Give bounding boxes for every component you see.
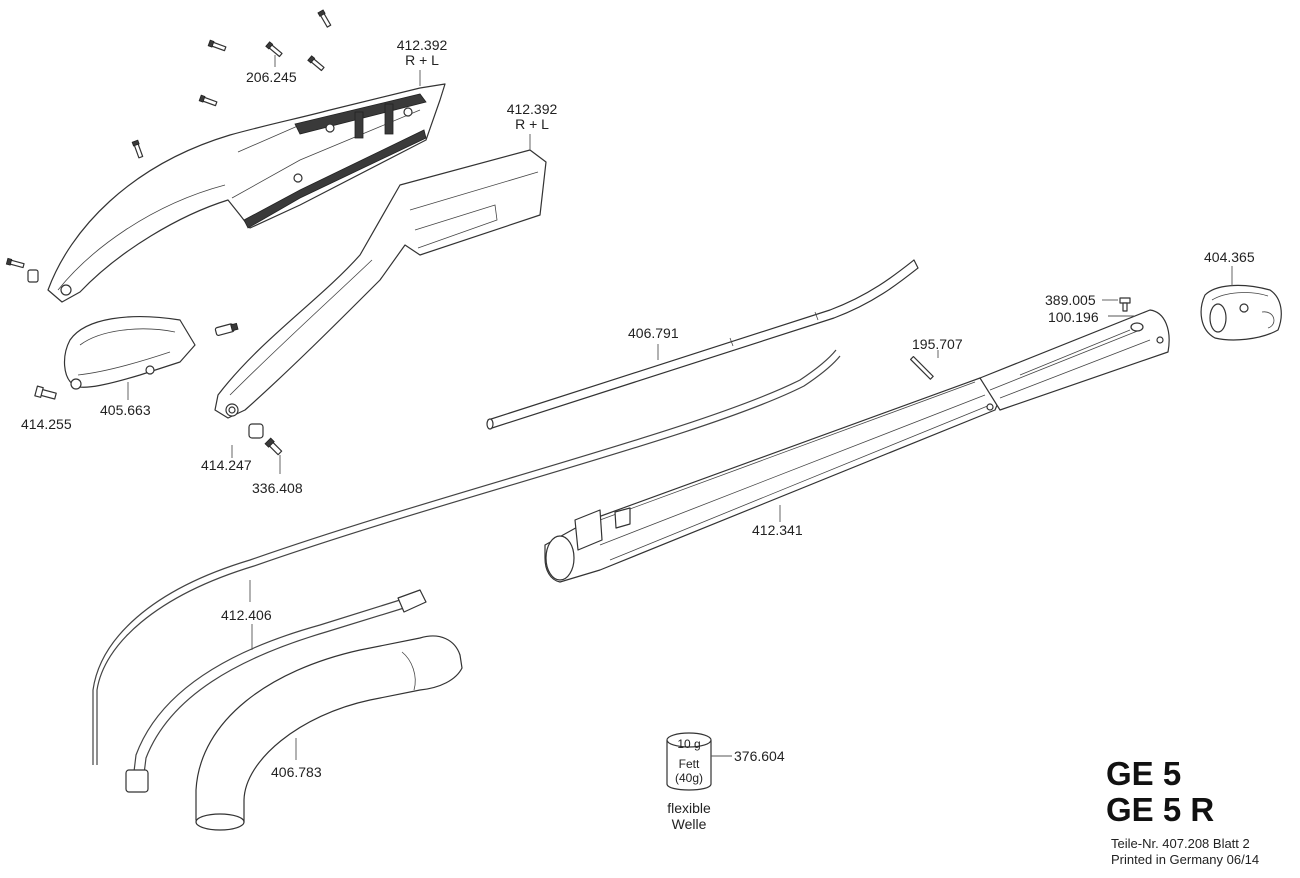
housing-half-open [47, 83, 446, 303]
screws-206-245 [5, 9, 332, 283]
model-title-line1: GE 5 [1106, 755, 1182, 792]
footer-printed: Printed in Germany 06/14 [1111, 852, 1260, 867]
grease-can-caption-line1: flexible [667, 800, 711, 816]
grease-can-caption-line2: Welle [671, 816, 707, 832]
label-100-196: 100.196 [1048, 309, 1099, 325]
model-title-line2: GE 5 R [1106, 791, 1215, 828]
label-412-392-left-note: R + L [405, 52, 439, 68]
grease-can-376-604 [666, 732, 712, 791]
handle-tube-412-341 [544, 309, 1170, 583]
grease-can-caption: flexible Welle [654, 800, 724, 832]
screw-336-408 [264, 437, 283, 456]
footer-part-number: Teile-Nr. 407.208 Blatt 2 [1111, 836, 1250, 851]
handle-housing-half [214, 149, 547, 419]
label-412-392-left-number: 412.392 [396, 37, 448, 53]
drive-shaft-with-fitting [125, 589, 427, 793]
screw-389-005 [1119, 297, 1131, 312]
label-404-365: 404.365 [1204, 249, 1255, 265]
guard-bracket [64, 316, 196, 390]
label-414-255: 414.255 [21, 416, 72, 432]
flexible-shaft-412-406 [92, 349, 841, 765]
label-412-406: 412.406 [221, 607, 272, 623]
screw-414-255 [34, 385, 57, 400]
label-376-604: 376.604 [734, 748, 785, 764]
hose-406-783 [195, 635, 463, 831]
label-412-392-right-note: R + L [515, 116, 549, 132]
label-405-663: 405.663 [100, 402, 151, 418]
label-336-408: 336.408 [252, 480, 303, 496]
clamp-404-365 [1200, 284, 1282, 341]
label-406-783: 406.783 [271, 764, 322, 780]
bushing-414-247 [248, 423, 264, 439]
pin-195-707 [909, 355, 934, 380]
grease-can-weight: 10 g [677, 737, 701, 751]
grease-can-label-line1: Fett [678, 757, 700, 771]
label-412-392-left: 412.392 R + L [393, 38, 451, 68]
grease-can-label: Fett (40g) [669, 757, 709, 785]
label-389-005: 389.005 [1045, 292, 1096, 308]
grease-can-label-line2: (40g) [674, 771, 703, 785]
label-206-245: 206.245 [246, 69, 297, 85]
label-195-707: 195.707 [912, 336, 963, 352]
tube-406-791 [486, 259, 919, 430]
label-414-247: 414.247 [201, 457, 252, 473]
label-412-392-right: 412.392 R + L [503, 102, 561, 132]
label-412-341: 412.341 [752, 522, 803, 538]
connector-pin [214, 322, 239, 337]
label-412-392-right-number: 412.392 [506, 101, 558, 117]
label-406-791: 406.791 [628, 325, 679, 341]
